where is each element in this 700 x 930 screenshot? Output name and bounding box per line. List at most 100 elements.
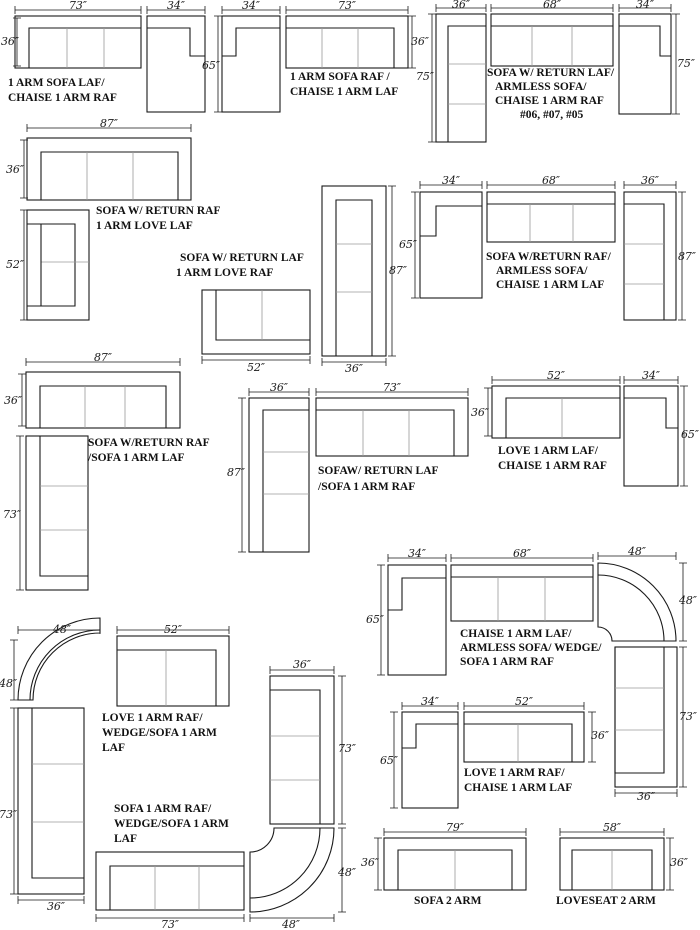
dim-36: 36″ xyxy=(591,729,610,742)
return-piece xyxy=(435,13,487,143)
config-label-line-1: 1 ARM SOFA LAF/ xyxy=(8,77,105,89)
dim-65: 65″ xyxy=(202,59,221,72)
dimension-width-68: 68″ xyxy=(490,0,614,12)
config-label-line-2: /SOFA 1 ARM LAF xyxy=(87,452,185,464)
dimension-depth-87: 87″ xyxy=(388,185,408,357)
dim-34: 34″ xyxy=(408,547,427,560)
dimension-width-58: 58″ xyxy=(559,821,665,836)
dim-87: 87″ xyxy=(678,250,697,263)
config-label-line-1: LOVESEAT 2 ARM xyxy=(556,895,656,907)
dimension-width-52: 52″ xyxy=(116,623,230,636)
config-label-line-1: LOVE 1 ARM RAF/ xyxy=(464,767,565,779)
dim-36: 36″ xyxy=(4,394,23,407)
config-1arm-sofa-raf-chaise-laf: 34″ 73″ 65″ 36″ 1 ARM SOFA RAF / CHAISE … xyxy=(202,0,430,113)
config-label-line-1: SOFA W/ RETURN RAF xyxy=(96,205,221,217)
config-label-line-1: SOFA W/RETURN RAF/ xyxy=(486,251,612,263)
dim-36: 36″ xyxy=(670,856,689,869)
dim-52: 52″ xyxy=(6,258,25,271)
config-sofa-return-raf-sofa-1arm-laf: 87″ 36″ 73″ SOFA W/RETURN RAF /SOFA 1 AR… xyxy=(3,351,210,591)
config-label-line-1: CHAISE 1 ARM LAF/ xyxy=(460,628,572,640)
dim-87: 87″ xyxy=(100,117,119,130)
dim-34: 34″ xyxy=(442,174,461,187)
armless-sofa-piece xyxy=(490,13,614,67)
config-sofa-1arm-raf-wedge-sofa-laf: 36″ 73″ 48″ 73″ 48″ SOFA 1 ARM RAF/ WEDG… xyxy=(95,658,357,930)
dimension-depth-36: 36″ xyxy=(361,837,382,891)
sofa-2arm-piece xyxy=(383,837,527,891)
config-sofa-return-laf-armless-chaise-raf: 36″ 68″ 34″ 75″ 75″ SOFA W/ RETURN LAF/ … xyxy=(416,0,696,143)
dim-68: 68″ xyxy=(543,0,562,11)
sofa-1arm-piece xyxy=(17,707,85,895)
dim-68: 68″ xyxy=(513,547,532,560)
dimension-width-52: 52″ xyxy=(201,356,311,374)
dimension-depth-73: 73″ xyxy=(679,646,698,788)
config-label-line-1: LOVE 1 ARM RAF/ xyxy=(102,712,203,724)
dimension-width-34: 34″ xyxy=(419,174,483,189)
dimension-depth-36: 36″ xyxy=(6,139,28,199)
dimension-depth-48: 48″ xyxy=(0,639,18,701)
dim-36: 36″ xyxy=(411,35,430,48)
sofa-return-piece xyxy=(248,397,310,553)
sofa-1arm-horizontal-piece xyxy=(95,851,245,911)
dim-36: 36″ xyxy=(1,35,20,48)
dimension-width-36: 36″ xyxy=(623,174,677,189)
wedge-piece xyxy=(17,617,101,701)
config-label-line-1: SOFA 1 ARM RAF/ xyxy=(114,803,212,815)
dimension-depth-36: 36″ xyxy=(588,711,610,763)
dim-73: 73″ xyxy=(69,0,88,12)
config-label-line-1: SOFA W/ RETURN LAF/ xyxy=(487,67,615,79)
dim-36: 36″ xyxy=(293,658,312,671)
wedge-piece xyxy=(597,562,677,642)
chaise-piece xyxy=(221,15,281,113)
config-label-line-2: CHAISE 1 ARM LAF xyxy=(464,782,572,794)
dimension-width-34: 34″ xyxy=(387,547,447,562)
dimension-width-48: 48″ xyxy=(249,914,335,930)
dimension-width-34: 34″ xyxy=(221,0,281,14)
dim-34: 34″ xyxy=(421,695,440,708)
loveseat-piece xyxy=(463,711,585,763)
dim-36: 36″ xyxy=(452,0,471,11)
dimension-width-36: 36″ xyxy=(321,358,387,375)
sofa-return-piece xyxy=(623,191,677,321)
dim-48: 48″ xyxy=(337,866,357,879)
dimension-depth-87: 87″ xyxy=(678,191,697,321)
chaise-piece xyxy=(623,385,679,487)
dimension-width-36: 36″ xyxy=(17,896,85,913)
dim-73: 73″ xyxy=(161,918,180,930)
config-label-line-1: SOFA 2 ARM xyxy=(414,895,482,907)
config-label-line-2: WEDGE/SOFA 1 ARM xyxy=(102,727,217,739)
dim-73: 73″ xyxy=(679,710,698,723)
dim-79: 79″ xyxy=(446,821,465,834)
dim-36: 36″ xyxy=(641,174,660,187)
dimension-width-48: 48″ xyxy=(597,545,677,560)
dim-48: 48″ xyxy=(52,623,72,636)
dimension-width-48: 48″ xyxy=(17,623,101,636)
dimension-width-73: 73″ xyxy=(14,0,142,14)
sofa-return-piece xyxy=(321,185,387,357)
dimension-depth-73: 73″ xyxy=(0,707,18,895)
chaise-piece xyxy=(419,191,483,299)
dim-73: 73″ xyxy=(383,381,402,394)
dim-68: 68″ xyxy=(542,174,561,187)
dim-34: 34″ xyxy=(642,369,661,382)
dimension-depth-73: 73″ xyxy=(3,435,24,591)
loveseat-piece xyxy=(26,209,90,321)
dim-36: 36″ xyxy=(47,900,66,913)
dim-48: 48″ xyxy=(281,918,301,930)
config-sofa-return-raf-1arm-love-laf: 87″ 36″ 52″ SOFA W/ RETURN RAF 1 ARM LOV… xyxy=(6,117,221,321)
config-1arm-sofa-laf-chaise-raf: 73″ 34″ 36″ 1 ARM SOFA LAF/ CHAISE 1 ARM… xyxy=(1,0,206,113)
config-label-line-1: SOFA W/RETURN RAF xyxy=(88,437,210,449)
sofa-1arm-piece xyxy=(25,435,89,591)
dimension-depth-36: 36″ xyxy=(666,837,689,891)
sofa-1arm-vertical-piece xyxy=(269,675,335,825)
dim-36: 36″ xyxy=(6,163,25,176)
loveseat-piece xyxy=(491,385,621,439)
dim-73: 73″ xyxy=(338,0,357,12)
dim-52: 52″ xyxy=(164,623,183,636)
dim-34: 34″ xyxy=(636,0,655,11)
config-label-line-4: #06, #07, #05 xyxy=(520,109,584,121)
sofa-piece xyxy=(285,15,409,69)
loveseat-piece xyxy=(201,289,311,355)
sofa-1arm-piece xyxy=(315,397,469,457)
dim-52: 52″ xyxy=(515,695,534,708)
